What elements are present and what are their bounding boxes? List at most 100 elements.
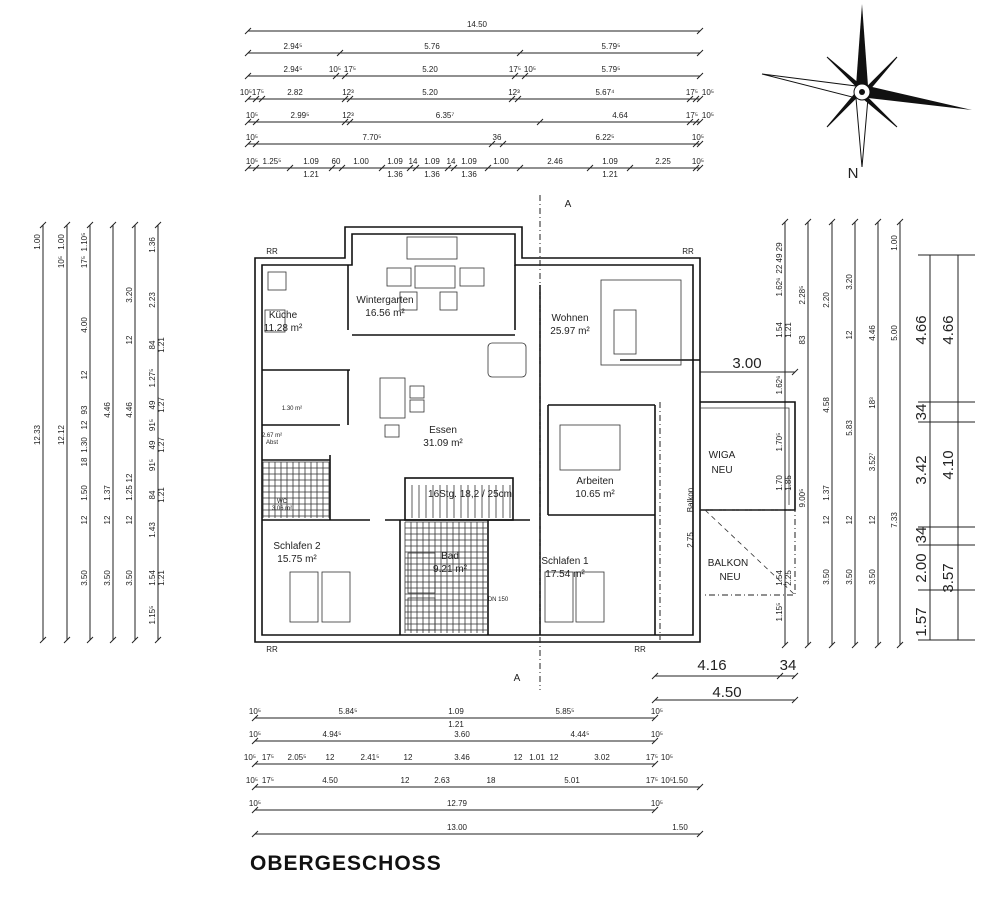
dimension-label: 1.27 <box>157 397 166 413</box>
dimension-label: 2.94⁵ <box>284 65 303 74</box>
room-area-essen: 31.09 m² <box>423 438 463 449</box>
dimension-label: 1.15⁵ <box>775 603 784 622</box>
wiga-label: WIGA <box>709 450 736 461</box>
dimension-label: 3.50 <box>80 570 89 586</box>
dimension-label: 91⁵ <box>148 419 157 431</box>
dimension-label: 1.21 <box>784 322 793 338</box>
dimension-label: 12 <box>822 515 831 524</box>
dimension-label: 2.20 <box>822 292 831 308</box>
dimension-label: 1.00 <box>493 157 509 166</box>
dimension-label: 12 <box>80 420 89 429</box>
dimension-label: 4.16 <box>697 657 726 674</box>
dimension-label: 4.64 <box>612 111 628 120</box>
dimension-label: 3.50 <box>822 569 831 585</box>
dimension-label: 10⁵ <box>246 157 258 166</box>
interior-walls <box>262 265 700 635</box>
room-area-wintergarten: 16.56 m² <box>365 308 405 319</box>
dimension-label: 5.01 <box>564 776 580 785</box>
dimension-label: 49 <box>148 440 157 449</box>
dimension-label: 1.00 <box>33 234 42 250</box>
dimension-label: 1.00 <box>353 157 369 166</box>
dimension-label: 1.37 <box>103 485 112 501</box>
dimension-label: 49 <box>148 400 157 409</box>
dimension-label: 10⁵ <box>651 707 663 716</box>
dimension-label: 12 <box>404 753 413 762</box>
page-title: OBERGESCHOSS <box>250 852 442 875</box>
dimension-label: 12 <box>125 473 134 482</box>
dimension-label: 1.00 <box>57 234 66 250</box>
dimension-label: 1.27 <box>157 437 166 453</box>
dimension-label: 1.54 <box>148 570 157 586</box>
dimension-label: 1.10⁵ <box>80 233 89 252</box>
room-name-bad: Bad <box>441 551 459 562</box>
room-name-wintergarten: Wintergarten <box>356 295 413 306</box>
dimension-label: 12 <box>845 515 854 524</box>
dimension-label: 1.62⁶ <box>775 278 784 297</box>
dimension-label: 2.75 <box>686 532 695 548</box>
dimension-label: 1.57 <box>913 607 930 636</box>
dimension-label: 3.50 <box>845 569 854 585</box>
dimension-label: 3.50 <box>868 569 877 585</box>
dimension-label: 60 <box>332 157 341 166</box>
dimension-label: 5.79⁵ <box>602 42 621 51</box>
dimension-label: 6.22⁵ <box>596 133 615 142</box>
dimension-label: 9.00⁵ <box>798 489 807 508</box>
dimension-label: 4.46 <box>103 402 112 418</box>
dimension-label: 3.02 <box>594 753 610 762</box>
dimension-label: 1.01 <box>529 753 545 762</box>
dimension-label: 12.33 <box>33 424 42 445</box>
room-area-schlafen1: 17.54 m² <box>545 569 585 580</box>
dimension-label: 17⁵ <box>686 111 698 120</box>
dimension-label: 10⁵ <box>249 799 261 808</box>
dimension-label: 2.94⁵ <box>284 42 303 51</box>
dimension-label: 1.21 <box>157 487 166 503</box>
dimension-label: 1.36 <box>424 170 440 179</box>
dimension-label: 17⁵ <box>686 88 698 97</box>
dimension-label: 12.12 <box>57 424 66 445</box>
dimension-label: 5.85⁵ <box>556 707 575 716</box>
dimension-label: 5.84⁵ <box>339 707 358 716</box>
dimension-label: 1.50 <box>672 823 688 832</box>
dimension-label: 91⁵ <box>148 459 157 471</box>
dimension-label: 4.44⁵ <box>571 730 590 739</box>
drain-label: DN 150 <box>488 597 509 603</box>
dimension-label: 12 <box>326 753 335 762</box>
dimension-label: 1.37 <box>822 485 831 501</box>
rr-label: RR <box>634 645 646 654</box>
dimension-label: 10⁵ <box>240 88 252 97</box>
dimension-label: 84 <box>148 340 157 349</box>
dimension-label: 4.00 <box>80 317 89 333</box>
dimension-label: 1.09 <box>424 157 440 166</box>
dimension-label: 14 <box>409 157 418 166</box>
dimension-label: 1.54 <box>775 322 784 338</box>
dimension-label: 10⁵ <box>692 157 704 166</box>
dimension-label: 1.09 <box>303 157 319 166</box>
dimension-label: 4.66 <box>940 315 957 344</box>
dimension-label: 4.50 <box>712 684 741 701</box>
rr-label: RR <box>266 247 278 256</box>
dimension-label: 17⁵ <box>262 753 274 762</box>
dimension-label: 10⁵ <box>246 111 258 120</box>
dimension-label: 2.05⁵ <box>288 753 307 762</box>
dimension-label: 12 <box>514 753 523 762</box>
dimension-label: 1.30 <box>80 437 89 453</box>
room-name-arbeiten: Arbeiten <box>576 476 613 487</box>
rr-label: RR <box>682 247 694 256</box>
dimension-label: 3.50 <box>103 570 112 586</box>
dimension-label: 1.09 <box>448 707 464 716</box>
dimension-label: 18³ <box>868 397 877 409</box>
dimension-label: 1.70 <box>775 475 784 491</box>
dimension-label: 93 <box>80 405 89 414</box>
dimension-label: 1.50 <box>80 485 89 501</box>
dimension-label: 13.00 <box>447 823 468 832</box>
dimension-label: 12 <box>103 515 112 524</box>
dimension-label: 17⁵ <box>262 776 274 785</box>
dimension-label: 4.46 <box>868 325 877 341</box>
dimension-lines <box>39 27 975 838</box>
section-marker-top: A <box>565 199 572 210</box>
stair-label: 16Stg. 18,2 / 25cm <box>428 489 512 500</box>
dimension-label: 10⁵ <box>57 256 66 268</box>
dimension-label: 1.50 <box>672 776 688 785</box>
